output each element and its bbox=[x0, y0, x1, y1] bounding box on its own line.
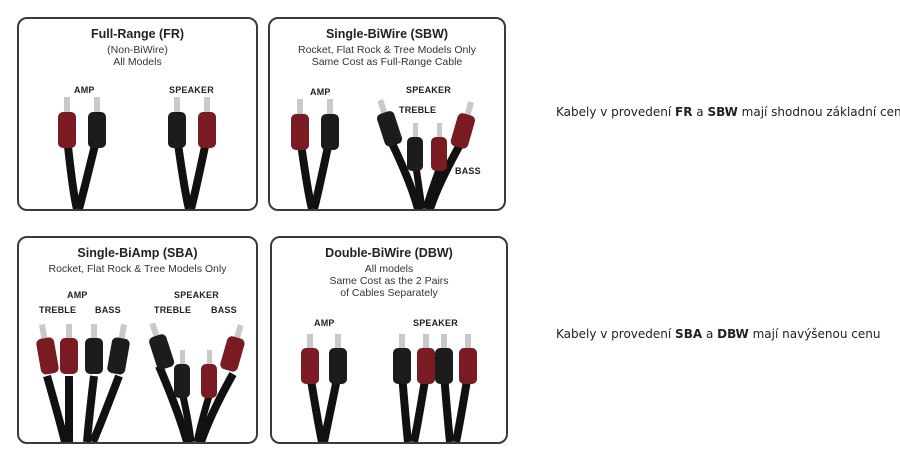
red-connector bbox=[201, 350, 217, 398]
panel-subtitle: Same Cost as Full-Range Cable bbox=[311, 56, 463, 68]
panel-title: Full-Range (FR) bbox=[90, 27, 185, 41]
red-connector bbox=[450, 101, 476, 149]
black-connector bbox=[393, 334, 411, 384]
panel-double-biwire: Double-BiWire (DBW) All models Same Cost… bbox=[270, 236, 508, 444]
treble-label: TREBLE bbox=[39, 305, 77, 315]
panel-subtitle: All models bbox=[364, 263, 414, 275]
panel-subtitle: (Non-BiWire) bbox=[107, 44, 168, 56]
panel-title: Single-BiAmp (SBA) bbox=[77, 246, 198, 260]
cable-illustration bbox=[36, 322, 245, 442]
panel-subtitle: Rocket, Flat Rock & Tree Models Only bbox=[48, 263, 227, 275]
panel-title: Single-BiWire (SBW) bbox=[325, 27, 449, 41]
note-bold-sba: SBA bbox=[675, 327, 703, 341]
black-connector bbox=[107, 323, 130, 375]
panel-title: Double-BiWire (DBW) bbox=[325, 246, 453, 260]
red-connector bbox=[417, 334, 435, 384]
panel-single-biwire: Single-BiWire (SBW) Rocket, Flat Rock & … bbox=[268, 17, 506, 211]
black-connector bbox=[149, 322, 175, 370]
note-bold-dbw: DBW bbox=[717, 327, 749, 341]
red-connector bbox=[459, 334, 477, 384]
black-connector bbox=[85, 324, 103, 374]
treble-label: TREBLE bbox=[399, 105, 437, 115]
note-text: a bbox=[702, 327, 718, 341]
note-text: mají shodnou základní cenu bbox=[737, 105, 900, 119]
amp-label: AMP bbox=[310, 87, 331, 97]
red-connector bbox=[301, 334, 319, 384]
black-connector bbox=[435, 334, 453, 384]
panel-single-biamp: Single-BiAmp (SBA) Rocket, Flat Rock & T… bbox=[17, 236, 258, 444]
panel-full-range: Full-Range (FR) (Non-BiWire) All Models … bbox=[17, 17, 258, 211]
black-connector bbox=[377, 99, 403, 147]
panel-subtitle: Rocket, Flat Rock & Tree Models Only bbox=[298, 44, 476, 56]
red-connector bbox=[36, 323, 59, 375]
note-fr-sbw: Kabely v provedení FR a SBW mají shodnou… bbox=[556, 105, 900, 119]
speaker-label: SPEAKER bbox=[413, 318, 458, 328]
speaker-label: SPEAKER bbox=[174, 290, 219, 300]
note-text: Kabely v provedení bbox=[556, 105, 676, 119]
black-connector bbox=[168, 97, 186, 148]
cable-illustration bbox=[291, 99, 476, 209]
bass-label: BASS bbox=[455, 166, 481, 176]
panel-subtitle: All Models bbox=[113, 56, 162, 68]
cable-illustration bbox=[58, 97, 216, 209]
cable-illustration bbox=[301, 334, 477, 442]
note-bold-sbw: SBW bbox=[707, 105, 738, 119]
red-connector bbox=[198, 97, 216, 148]
red-connector bbox=[58, 97, 76, 148]
speaker-label: SPEAKER bbox=[406, 85, 451, 95]
black-connector bbox=[321, 99, 339, 150]
red-connector bbox=[291, 99, 309, 150]
amp-label: AMP bbox=[74, 85, 95, 95]
red-connector bbox=[60, 324, 78, 374]
black-connector bbox=[407, 123, 423, 171]
black-connector bbox=[329, 334, 347, 384]
red-connector bbox=[431, 123, 447, 171]
note-text: mají navýšenou cenu bbox=[748, 327, 881, 341]
bass-label: BASS bbox=[95, 305, 121, 315]
bass-label: BASS bbox=[211, 305, 237, 315]
note-bold-fr: FR bbox=[675, 105, 693, 119]
amp-label: AMP bbox=[67, 290, 88, 300]
note-sba-dbw: Kabely v provedení SBA a DBW mají navýše… bbox=[556, 327, 881, 341]
panel-subtitle: of Cables Separately bbox=[340, 287, 438, 299]
speaker-label: SPEAKER bbox=[169, 85, 214, 95]
black-connector bbox=[88, 97, 106, 148]
note-text: a bbox=[692, 105, 708, 119]
red-connector bbox=[220, 324, 245, 372]
black-connector bbox=[174, 350, 190, 398]
note-text: Kabely v provedení bbox=[556, 327, 676, 341]
amp-label: AMP bbox=[314, 318, 335, 328]
panel-subtitle: Same Cost as the 2 Pairs bbox=[329, 275, 449, 287]
treble-label: TREBLE bbox=[154, 305, 192, 315]
